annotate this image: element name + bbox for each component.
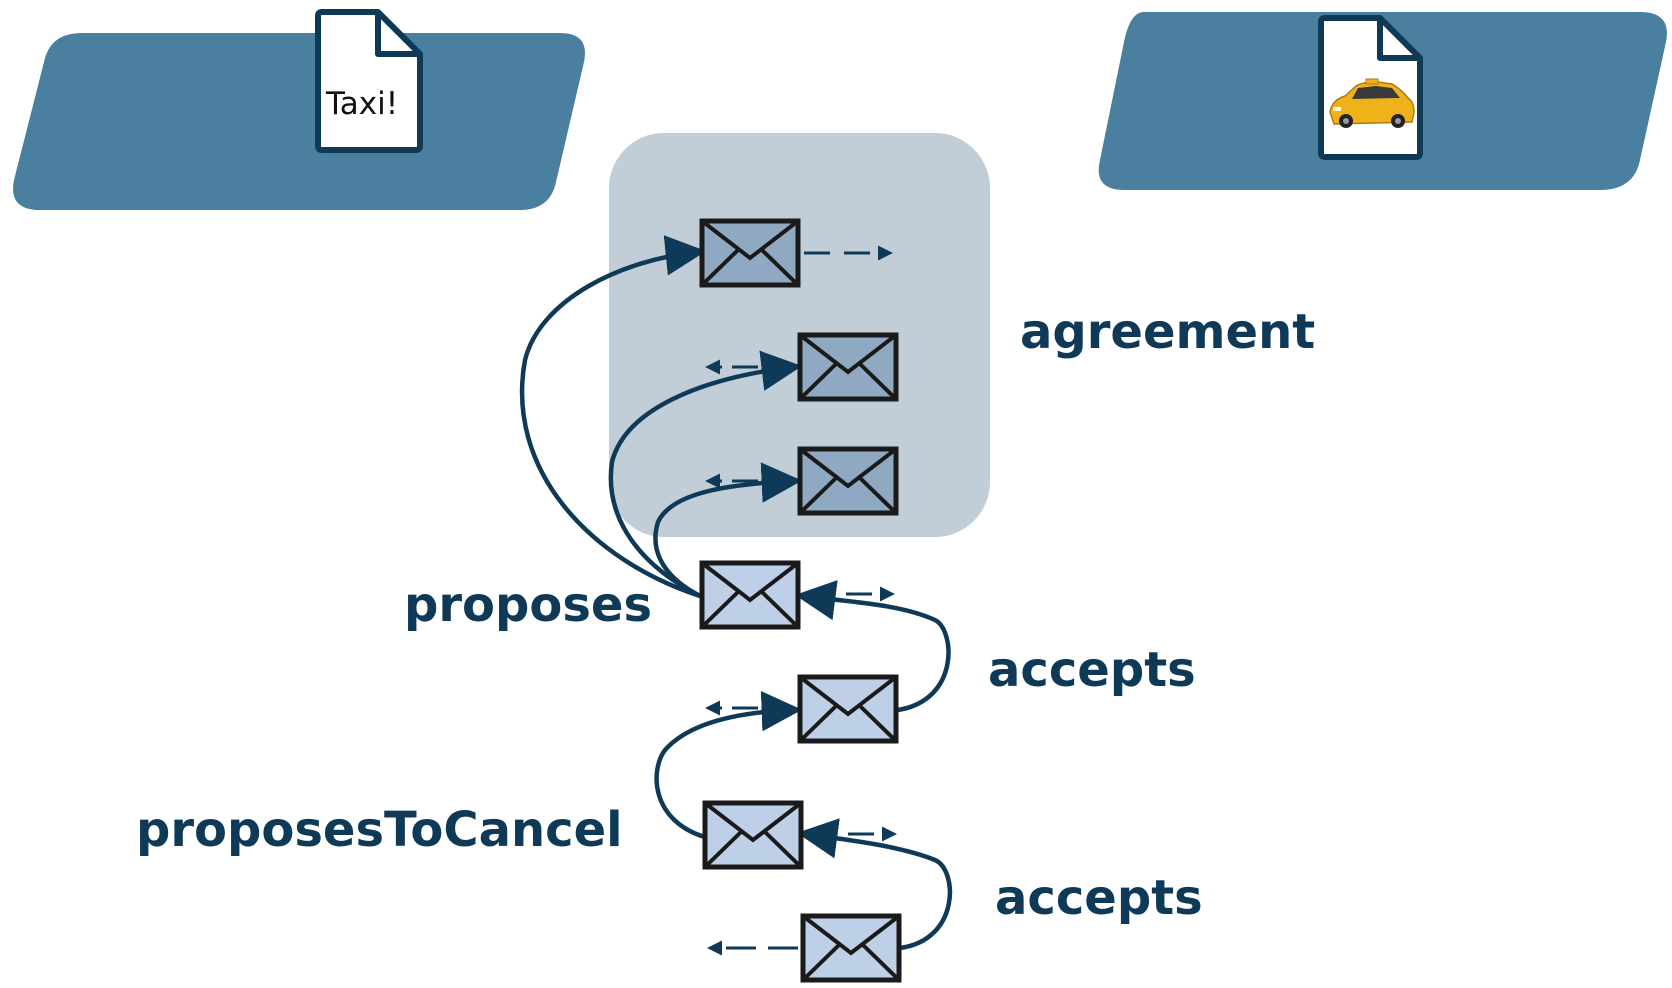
proposes-arrow-2 [608, 350, 803, 599]
accepts-arrow-2 [796, 818, 953, 951]
taxi-request-text: Taxi! [326, 86, 399, 122]
message-envelope-3 [797, 446, 899, 516]
proposes-arrow-1 [519, 235, 707, 599]
proposes-arrow-3 [653, 462, 803, 598]
relation-arrows [519, 235, 953, 951]
proposes-label: proposes [404, 577, 653, 633]
accepts-label-2: accepts [995, 870, 1203, 926]
left-party-panel [13, 33, 586, 210]
agreement-label: agreement [1020, 304, 1316, 360]
message-envelope-4 [699, 560, 801, 630]
accepts-label-1: accepts [988, 642, 1196, 698]
proposes-to-cancel-label: proposesToCancel [136, 802, 623, 858]
message-envelope-2 [797, 332, 899, 402]
sequence-arrows [705, 245, 897, 956]
taxi-car-image [1329, 78, 1415, 128]
accepts-arrow-1 [794, 580, 951, 713]
proposes-to-cancel-arrow [654, 690, 803, 841]
taxi-request-document-icon [315, 9, 423, 153]
taxi-offer-document-icon [1318, 15, 1423, 160]
message-envelope-5 [797, 674, 899, 744]
message-envelope-7 [800, 913, 902, 983]
message-envelope-1 [699, 218, 801, 288]
message-envelope-6 [702, 800, 804, 870]
